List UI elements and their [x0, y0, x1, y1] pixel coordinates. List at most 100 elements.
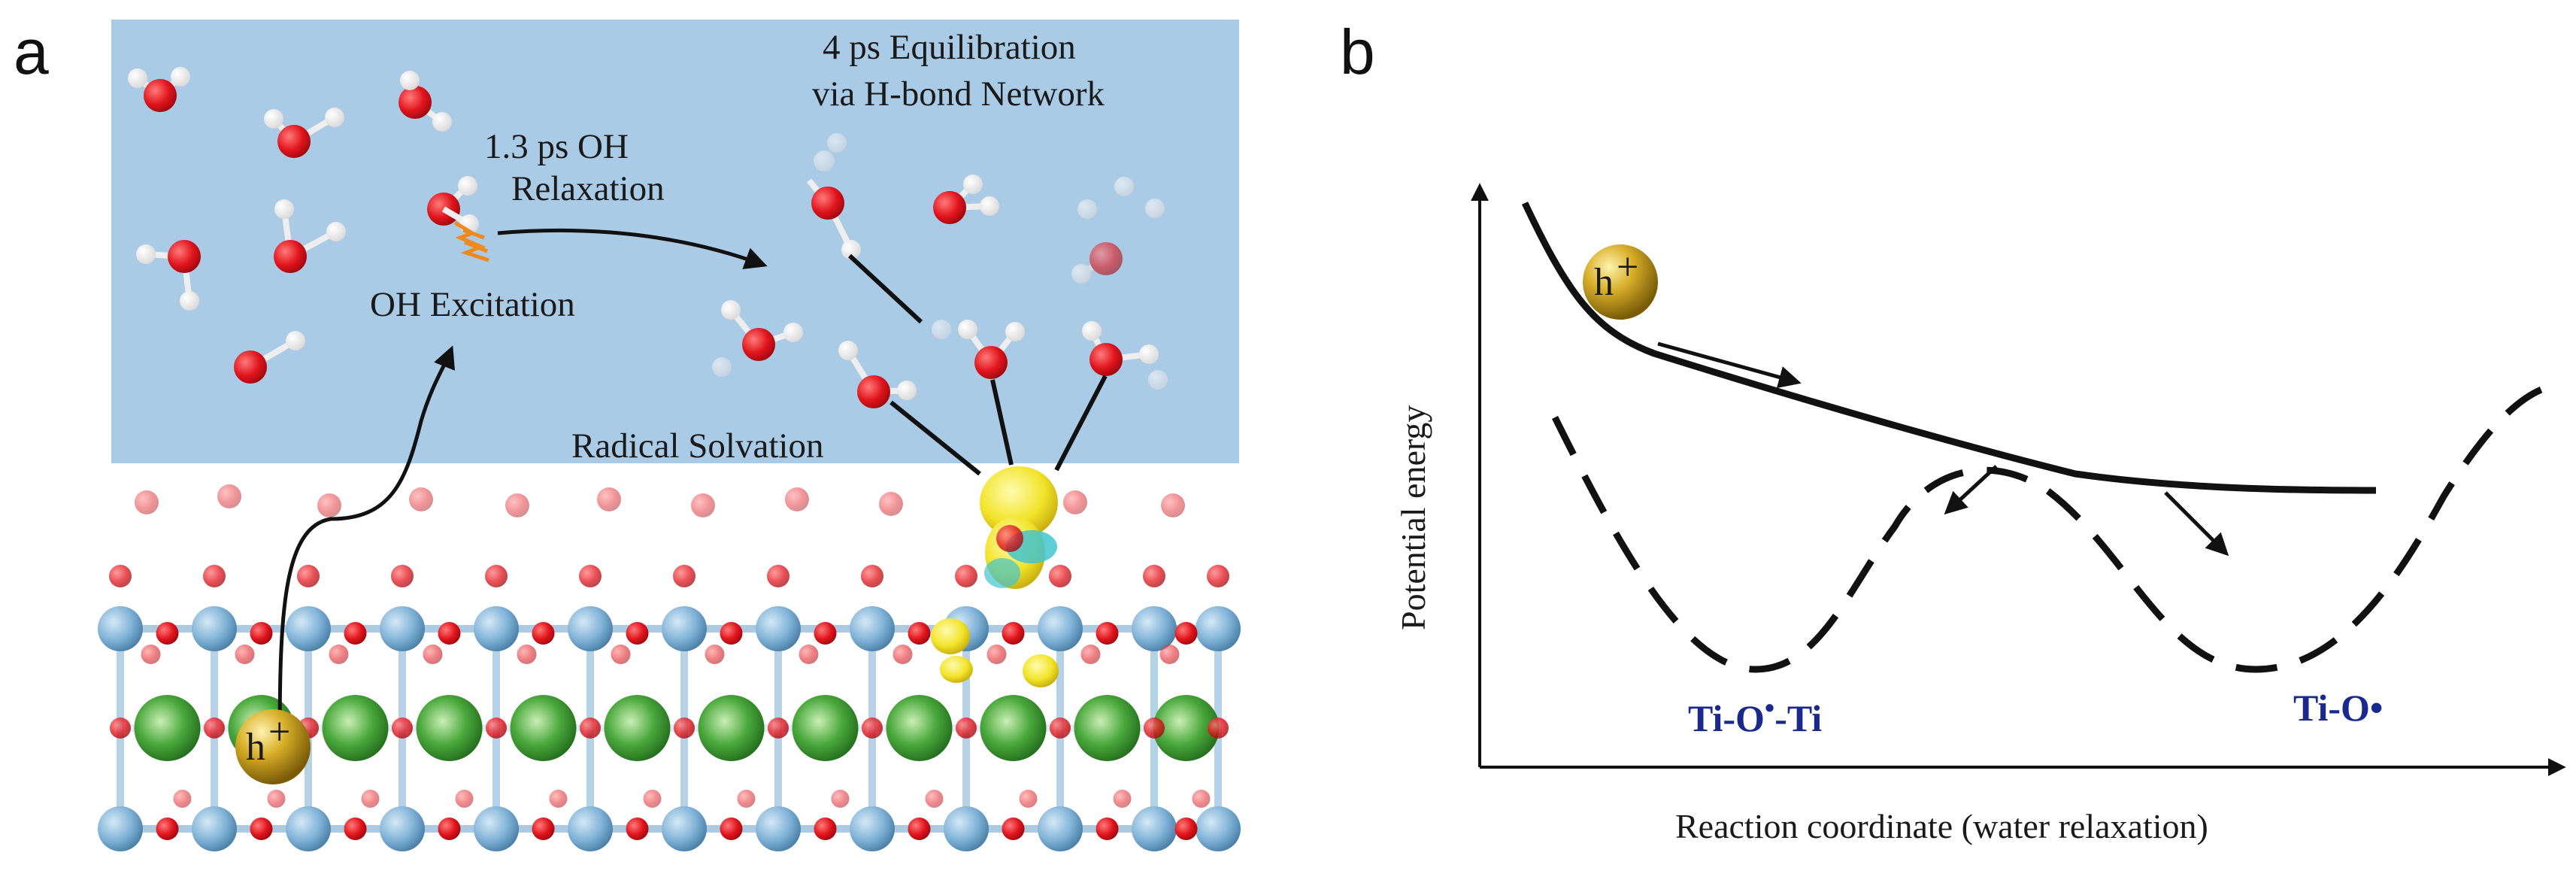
water-molecule	[814, 133, 847, 171]
water-molecule	[274, 199, 346, 273]
o-atom	[110, 718, 131, 739]
surface-o-atom	[861, 565, 883, 587]
water-molecule	[1071, 199, 1123, 284]
surface-o-atom	[955, 565, 977, 587]
sr-atom	[1153, 695, 1220, 761]
surface-o-atom	[391, 565, 414, 587]
ti-atom	[192, 806, 237, 851]
o-atom	[580, 718, 601, 739]
o-atom	[532, 818, 555, 840]
o-atom	[392, 718, 413, 739]
surface-o-atom	[1049, 565, 1071, 587]
excitation-label: OH Excitation	[370, 285, 575, 324]
o-atom	[1192, 790, 1211, 808]
o-atom	[626, 818, 649, 840]
o-atom	[1174, 622, 1198, 645]
ti-atom	[380, 806, 425, 851]
o-atom	[908, 818, 931, 840]
ti-atom	[662, 806, 707, 851]
o-atom	[250, 622, 273, 645]
ti-atom	[98, 806, 143, 851]
o-atom	[267, 790, 286, 808]
o-atom	[250, 818, 273, 840]
o-atom	[986, 645, 1007, 664]
o-atom	[893, 645, 913, 664]
surface-o-atom	[485, 565, 508, 587]
ti-atoms	[98, 565, 1241, 851]
o-atom	[1050, 718, 1071, 739]
ti-atom	[1038, 606, 1083, 651]
o-atom	[1113, 790, 1132, 808]
o-atom	[423, 645, 443, 664]
o-atom	[344, 818, 367, 840]
o-atom	[831, 790, 850, 808]
o-atom	[1080, 645, 1101, 664]
sr-atom	[698, 695, 765, 761]
bridging-state-label: Ti-O•-Ti	[1688, 693, 1822, 739]
o-atom	[141, 645, 161, 664]
o-atom	[720, 622, 743, 645]
hole-label-b: h	[1594, 261, 1614, 304]
water-molecule	[136, 240, 201, 311]
o-atom	[1208, 718, 1229, 739]
surface-o-atom	[673, 565, 696, 587]
o-atom	[908, 622, 931, 645]
o-atom	[674, 718, 695, 739]
equilibration-label-line2: via H-bond Network	[812, 74, 1105, 114]
o-atom	[737, 790, 756, 808]
descent-arrow	[1657, 341, 1802, 389]
panel-a-letter: a	[14, 17, 49, 87]
ti-atom	[474, 806, 519, 851]
o-atom	[814, 622, 837, 645]
ti-atom	[1132, 606, 1177, 651]
ti-atom	[568, 806, 613, 851]
o-atom	[549, 790, 568, 808]
o-atom	[235, 645, 255, 664]
surface-o-atom	[1207, 565, 1229, 587]
hole-label-a: h	[246, 726, 265, 769]
panel-a: a	[14, 17, 1241, 851]
surface-o-atom	[109, 565, 132, 587]
hole-excitation-arrow	[277, 345, 456, 745]
ti-atom	[474, 606, 519, 651]
y-axis-label: Potential energy	[1394, 405, 1432, 630]
surface-o-atom	[297, 565, 320, 587]
o-atom	[1144, 718, 1165, 739]
ti-atom	[944, 806, 989, 851]
sr-atom	[886, 695, 953, 761]
ti-atom	[1196, 606, 1241, 651]
surface-o-atom	[767, 565, 789, 587]
sr-atom	[134, 695, 201, 761]
water-molecule	[1114, 177, 1165, 218]
panel-b: b Potential energy Reaction coordinate (…	[1340, 17, 2566, 845]
ti-atom	[1132, 806, 1177, 851]
relaxation-label-line1: 1.3 ps OH	[484, 127, 629, 166]
dashed-energy-curve	[1551, 381, 2557, 673]
h-bond-lines	[847, 253, 1108, 476]
o-atom	[517, 645, 537, 664]
o-atom	[956, 718, 977, 739]
ti-atom	[1196, 806, 1241, 851]
o-atom	[156, 622, 179, 645]
o-atom	[720, 818, 743, 840]
sr-atom	[604, 695, 671, 761]
o-atom	[814, 818, 837, 840]
o-atom	[1096, 818, 1119, 840]
o-atom	[1019, 790, 1038, 808]
surface-adsorbates	[118, 473, 1204, 517]
solvation-label: Radical Solvation	[571, 426, 823, 466]
radical-spin-density	[931, 466, 1059, 687]
o-atom	[156, 818, 179, 840]
x-axis-label: Reaction coordinate (water relaxation)	[1675, 807, 2208, 845]
o-atom	[1174, 818, 1198, 840]
water-molecule	[806, 178, 861, 259]
ti-atom	[850, 606, 895, 651]
surface-o-atom	[579, 565, 602, 587]
ti-atom	[1038, 806, 1083, 851]
ti-atom	[286, 606, 331, 651]
o-atom	[799, 645, 819, 664]
o-atom	[611, 645, 631, 664]
ti-atom	[662, 606, 707, 651]
o-atom	[438, 622, 461, 645]
